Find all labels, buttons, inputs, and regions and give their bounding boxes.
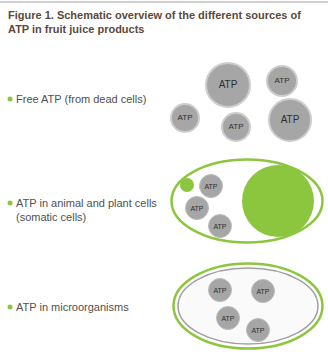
bullet-label: ATP in animal and plant cells (somatic c… — [16, 196, 166, 224]
atp-circle: ATP — [205, 62, 251, 108]
atp-circle: ATP — [268, 98, 312, 142]
figure-title: Figure 1. Schematic overview of the diff… — [8, 8, 320, 36]
atp-text: ATP — [219, 79, 238, 91]
bullet-label: Free ATP (from dead cells) — [16, 92, 146, 106]
atp-circle: ATP — [216, 306, 240, 330]
atp-text: ATP — [221, 314, 234, 323]
atp-text: ATP — [213, 222, 226, 231]
atp-text: ATP — [178, 113, 193, 123]
atp-circle: ATP — [199, 174, 223, 198]
microorganism-cell: ATP in microorganismsATPATPATPATP — [172, 262, 324, 350]
top-rule — [0, 2, 328, 3]
cell-membrane — [172, 160, 323, 243]
nucleus — [242, 165, 314, 237]
atp-text: ATP — [256, 287, 269, 296]
atp-circle: ATP — [266, 65, 298, 97]
atp-circle: ATP — [208, 214, 232, 238]
atp-text: ATP — [213, 286, 226, 295]
bullet — [8, 97, 13, 102]
atp-text: ATP — [275, 76, 290, 86]
atp-text: ATP — [229, 122, 244, 132]
bullet — [8, 201, 13, 206]
atp-circle: ATP — [208, 278, 232, 302]
atp-text: ATP — [281, 114, 300, 126]
cell-wall — [174, 264, 323, 349]
somatic-cell: ATP in animal and plant cells (somatic c… — [170, 158, 324, 244]
atp-text: ATP — [190, 204, 203, 213]
bullet-label: ATP in microorganisms — [16, 300, 166, 314]
cell-membrane — [178, 268, 318, 344]
atp-circle: ATP — [221, 112, 251, 142]
atp-circle: ATP — [246, 318, 270, 342]
bullet — [8, 305, 13, 310]
atp-circle: ATP — [251, 279, 275, 303]
atp-text: ATP — [204, 182, 217, 191]
organelle — [180, 178, 194, 192]
atp-text: ATP — [251, 326, 264, 335]
atp-circle: ATP — [185, 196, 209, 220]
atp-circle: ATP — [170, 103, 200, 133]
